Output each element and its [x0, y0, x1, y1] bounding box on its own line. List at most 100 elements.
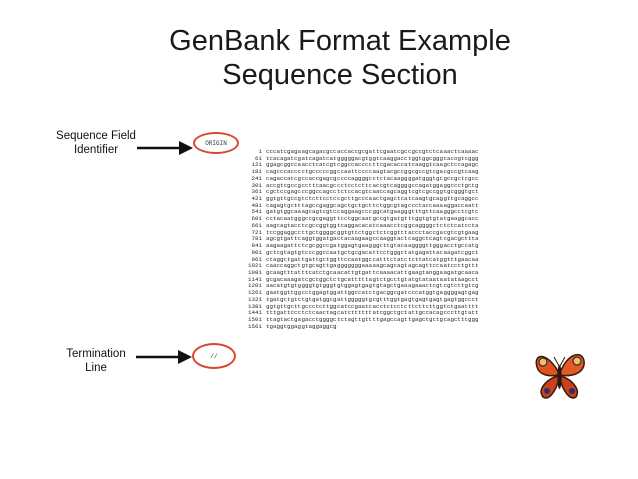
sequence-group: aggaccaatt: [443, 201, 479, 209]
sequence-group: ggccctgctg: [443, 181, 479, 189]
sequence-group: tctcaactag: [301, 309, 337, 317]
sequence-position: 61: [254, 154, 262, 162]
sequence-group: attggccatc: [337, 289, 373, 297]
sequence-group: aagaagattc: [266, 242, 302, 250]
sequence-group: gtaggaggcg: [301, 322, 337, 330]
sequence-group: ttcatctgca: [301, 268, 337, 276]
termination-marker-oval: //: [192, 343, 236, 369]
sequence-group: tcacagatcg: [266, 154, 302, 162]
sequence-group: gagtggccct: [443, 295, 479, 303]
sequence-group: acctcatcgt: [301, 161, 337, 169]
sequence-group: acctgccatg: [443, 242, 479, 250]
sequence-group: caggctcagt: [408, 235, 444, 243]
sequence-group: agcagttcca: [408, 262, 444, 270]
sequence-group: ctctacaagg: [372, 174, 408, 182]
sequence-group: ttcgacacca: [372, 161, 408, 169]
sequence-position: 1201: [247, 282, 262, 290]
sequence-group: tgtgatggcg: [301, 295, 337, 303]
sequence-position: 1: [258, 148, 262, 155]
sequence-field-label: Sequence Field Identifier: [56, 130, 136, 156]
sequence-group: gacctggggc: [301, 315, 337, 323]
sequence-group: tctccacgtc: [337, 188, 373, 196]
sequence-group: gggtgtgggt: [301, 282, 337, 290]
sequence-group: gaagtangga: [408, 268, 444, 276]
sequence-group: tgctgcgaca: [337, 248, 373, 256]
sequence-group: cagcccaccc: [266, 168, 302, 176]
sequence-group: ttagtactga: [266, 315, 302, 323]
sequence-group: ctctcggttt: [372, 228, 408, 236]
sequence-group: catccgaatc: [337, 302, 373, 310]
sequence-group: aaccagcagg: [372, 188, 408, 196]
origin-keyword: ORIGIN: [205, 139, 227, 147]
sequence-group: ggtgttgccg: [266, 195, 302, 203]
sequence-position: 661: [251, 221, 262, 229]
sequence-group: cccatcgaga: [266, 148, 302, 155]
sequence-group: gctccagagc: [443, 161, 479, 169]
sequence-group: tgcattttta: [337, 275, 373, 283]
sequence-group: ggcatgaagg: [372, 208, 408, 216]
sequence-group: tcccggccaa: [301, 248, 337, 256]
sequence-group: atcggctgct: [372, 309, 408, 317]
sequence-group: [373, 324, 409, 331]
sequence-group: aactcaaaac: [443, 148, 479, 155]
sequence-position: 601: [251, 215, 262, 223]
sequence-group: agcagtcgtc: [301, 208, 337, 216]
sequence-group: agatgcaaca: [443, 268, 479, 276]
sequence-group: tgatgctgtc: [266, 295, 302, 303]
sequence-group: catttctatc: [372, 255, 408, 263]
sequence-group: ccccaggggc: [337, 174, 373, 182]
sequence-group: atgagattac: [408, 248, 444, 256]
sequence-group: tgattgctgg: [301, 255, 337, 263]
sequence-group: tagccgaggc: [301, 201, 337, 209]
sequence-group: gtttgaacaa: [443, 255, 479, 263]
sequence-group: aagcagtacc: [266, 221, 302, 229]
sequence-group: cgtcgtgaag: [443, 228, 479, 236]
sequence-position: 541: [251, 208, 262, 216]
sequence-group: gtcaaggacc: [372, 154, 408, 162]
sequence-group: tccggaggcc: [266, 228, 302, 236]
sequence-group: caaccaggct: [266, 262, 302, 270]
sequence-group: tgtagctgaa: [372, 282, 408, 290]
sequence-group: tgaaggcacc: [443, 215, 479, 223]
sequence-group: aacatgtgtg: [266, 282, 302, 290]
sequence-group: gccgcgaggt: [301, 215, 337, 223]
sequence-group: tcaaaacatt: [372, 268, 408, 276]
sequence-group: tgacggcgat: [372, 289, 408, 297]
sequence-group: cgtcttgtcg: [443, 282, 479, 290]
sequence-position: 1501: [247, 315, 262, 323]
sequence-group: ggagcggcca: [266, 161, 302, 169]
sequence-group: gcgccgtcga: [408, 168, 444, 176]
sequence-group: tctcttcctc: [301, 195, 337, 203]
sequence-group: tcgcggccga: [301, 242, 337, 250]
sequence-group: tcttatcatg: [408, 255, 444, 263]
sequence-group: gcgacaaaga: [266, 275, 302, 283]
sequence-group: gtctgcctgt: [372, 275, 408, 283]
sequence-position: 121: [251, 161, 262, 169]
sequence-group: accgtcgccg: [266, 181, 302, 189]
butterfly-icon: [535, 354, 585, 399]
sequence-group: tggtggcggg: [408, 154, 444, 162]
sequence-group: ctgcccccgg: [301, 168, 337, 176]
sequence-group: gggcctcgtc: [443, 208, 479, 216]
sequence-group: gtttgttcaa: [408, 208, 444, 216]
sequence-group: ccaaggtact: [372, 235, 408, 243]
sequence-position: 1141: [247, 275, 262, 283]
sequence-group: cgccgtctca: [408, 148, 444, 155]
sequence-group: cagctttggg: [443, 315, 479, 323]
sequence-group: gctcgtagtg: [266, 248, 302, 256]
sequence-group: cgtttggtga: [372, 295, 408, 303]
sequence-group: atataagcct: [443, 275, 479, 283]
sequence-group: gccctcttgg: [301, 302, 337, 310]
sequence-position: 241: [251, 174, 262, 182]
sequence-position: 781: [251, 235, 262, 243]
